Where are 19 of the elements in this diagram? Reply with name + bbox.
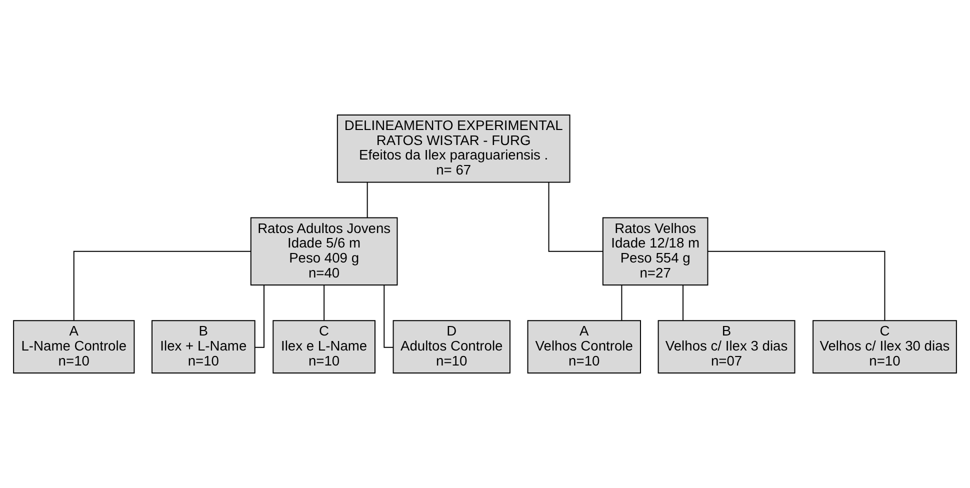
node-box: A L-Name Controle n=10	[13, 320, 135, 374]
connector	[384, 284, 394, 348]
connector	[73, 250, 252, 321]
node-box: Ratos Velhos Idade 12/18 m Peso 554 g n=27	[602, 217, 708, 286]
connector	[707, 250, 886, 321]
connector	[324, 284, 325, 321]
node-box: Ratos Adultos Jovens Idade 5/6 m Peso 409 g n=40	[250, 217, 398, 286]
node-box: C Ilex e L-Name n=10	[272, 320, 376, 374]
node-box: B Velhos c/ Ilex 3 dias n=07	[658, 320, 796, 374]
node-box: DELINEAMENTO EXPERIMENTAL RATOS WISTAR - FURG Efeitos da Ilex paraguariensis . n= 67	[336, 114, 570, 183]
node-box: A Velhos Controle n=10	[527, 320, 641, 374]
connector	[366, 182, 368, 218]
node-box: D Adultos Controle n=10	[392, 320, 510, 374]
node-box: C Velhos c/ Ilex 30 dias n=10	[812, 320, 957, 374]
connector	[548, 182, 604, 252]
connector	[254, 284, 264, 348]
connector	[682, 284, 684, 321]
connector	[621, 284, 622, 321]
node-box: B Ilex + L-Name n=10	[152, 320, 256, 374]
